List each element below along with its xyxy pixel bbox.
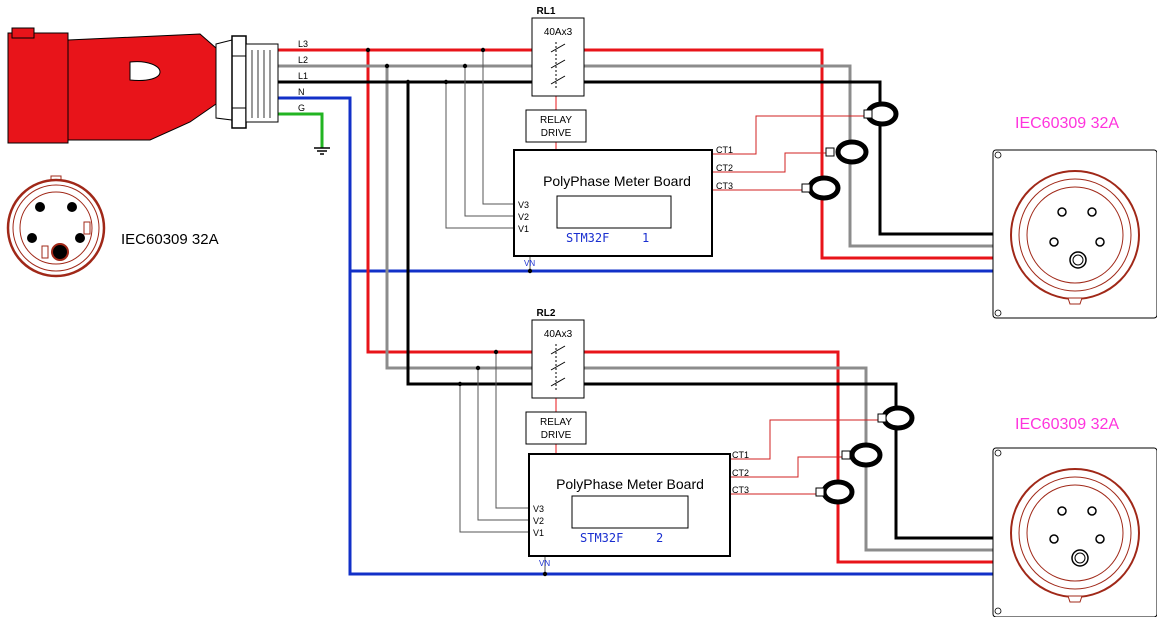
sense-v1-2 — [459, 384, 529, 533]
junction-dot — [542, 571, 548, 577]
junction-dot — [527, 268, 533, 274]
meter-chip: STM32F — [580, 531, 623, 545]
wire-ground — [278, 112, 324, 148]
sense-v3-1 — [482, 50, 514, 205]
relay-rating: 40Ax3 — [544, 27, 573, 38]
ct-sensor-icon — [815, 479, 855, 505]
wire-label-L2: L2 — [298, 55, 308, 65]
junction-dot — [384, 63, 390, 69]
sense-v1-1 — [445, 82, 514, 229]
meter-chip: STM32F — [566, 231, 609, 245]
outlet-label: IEC60309 32A — [1015, 416, 1119, 433]
outlet-socket-icon — [992, 447, 1157, 617]
relay-box — [531, 319, 585, 399]
vn-label: VN — [539, 559, 550, 568]
junction-dot — [443, 79, 449, 85]
junction-dot — [405, 79, 411, 85]
relay-drive-line1: RELAY — [540, 115, 572, 126]
wire-L3-branch — [366, 50, 998, 564]
ct-lead-1-1 — [712, 115, 870, 155]
v-label-3: V3 — [533, 504, 544, 514]
v-label-2: V2 — [518, 212, 529, 222]
relay-drive-line1: RELAY — [540, 417, 572, 428]
ct-sensor-icon — [863, 101, 899, 127]
relay-drive-box — [525, 109, 587, 143]
junction-dot — [493, 349, 499, 355]
ct-sensor-icon — [825, 139, 869, 165]
vn-label: VN — [524, 259, 535, 268]
ct-label-3: CT3 — [732, 485, 749, 495]
junction-dot — [480, 47, 486, 53]
v-label-2: V2 — [533, 516, 544, 526]
meter-display — [556, 195, 672, 229]
ct-label-2: CT2 — [716, 163, 733, 173]
ct-label-3: CT3 — [716, 181, 733, 191]
relay-rating: 40Ax3 — [544, 329, 573, 340]
ct-lead-1-2 — [730, 419, 884, 460]
junction-dot — [457, 381, 463, 387]
outlet-socket-icon — [992, 149, 1157, 319]
wire-neutral — [278, 96, 998, 576]
outlet-label: IEC60309 32A — [1015, 115, 1119, 132]
relay-contacts-icon — [550, 344, 566, 390]
relay-contacts-icon — [550, 42, 566, 88]
sense-v2-2 — [477, 368, 529, 521]
wire-L2-branch — [385, 66, 998, 552]
v-label-3: V3 — [518, 200, 529, 210]
ct-sensor-icon — [841, 442, 883, 468]
sense-v3-2 — [495, 352, 529, 509]
meter-title: PolyPhase Meter Board — [543, 173, 691, 189]
relay-box — [531, 17, 585, 97]
ct-label-1: CT1 — [732, 450, 749, 460]
inlet-label: IEC60309 32A — [121, 231, 219, 248]
wire-label-L3: L3 — [298, 39, 308, 49]
meter-index: 2 — [656, 531, 663, 545]
wire-label-G: G — [298, 103, 305, 113]
ct-label-2: CT2 — [732, 468, 749, 478]
meter-display — [571, 495, 689, 529]
ct-sensor-icon — [877, 405, 915, 431]
sense-v2-1 — [464, 66, 514, 217]
iec-plug-icon — [7, 27, 279, 144]
relay-drive-line2: DRIVE — [541, 430, 572, 441]
ct-lead-2-2 — [730, 456, 846, 478]
junction-dot — [462, 63, 468, 69]
junction-dot — [365, 47, 371, 53]
meter-title: PolyPhase Meter Board — [556, 476, 704, 492]
relay-name: RL1 — [537, 6, 556, 17]
ground-symbol-icon — [314, 147, 330, 155]
wire-label-L1: L1 — [298, 71, 308, 81]
inlet-face-icon — [6, 175, 106, 278]
wire-label-N: N — [298, 87, 305, 97]
ct-lead-2-1 — [712, 152, 832, 173]
v-label-1: V1 — [518, 224, 529, 234]
relay-name: RL2 — [537, 308, 556, 319]
ct-label-1: CT1 — [716, 145, 733, 155]
junction-dot — [475, 365, 481, 371]
relay-drive-box — [525, 411, 587, 445]
relay-drive-line2: DRIVE — [541, 128, 572, 139]
meter-index: 1 — [642, 231, 649, 245]
wire-L1-branch — [406, 82, 998, 540]
ct-sensor-icon — [801, 175, 841, 201]
v-label-1: V1 — [533, 528, 544, 538]
